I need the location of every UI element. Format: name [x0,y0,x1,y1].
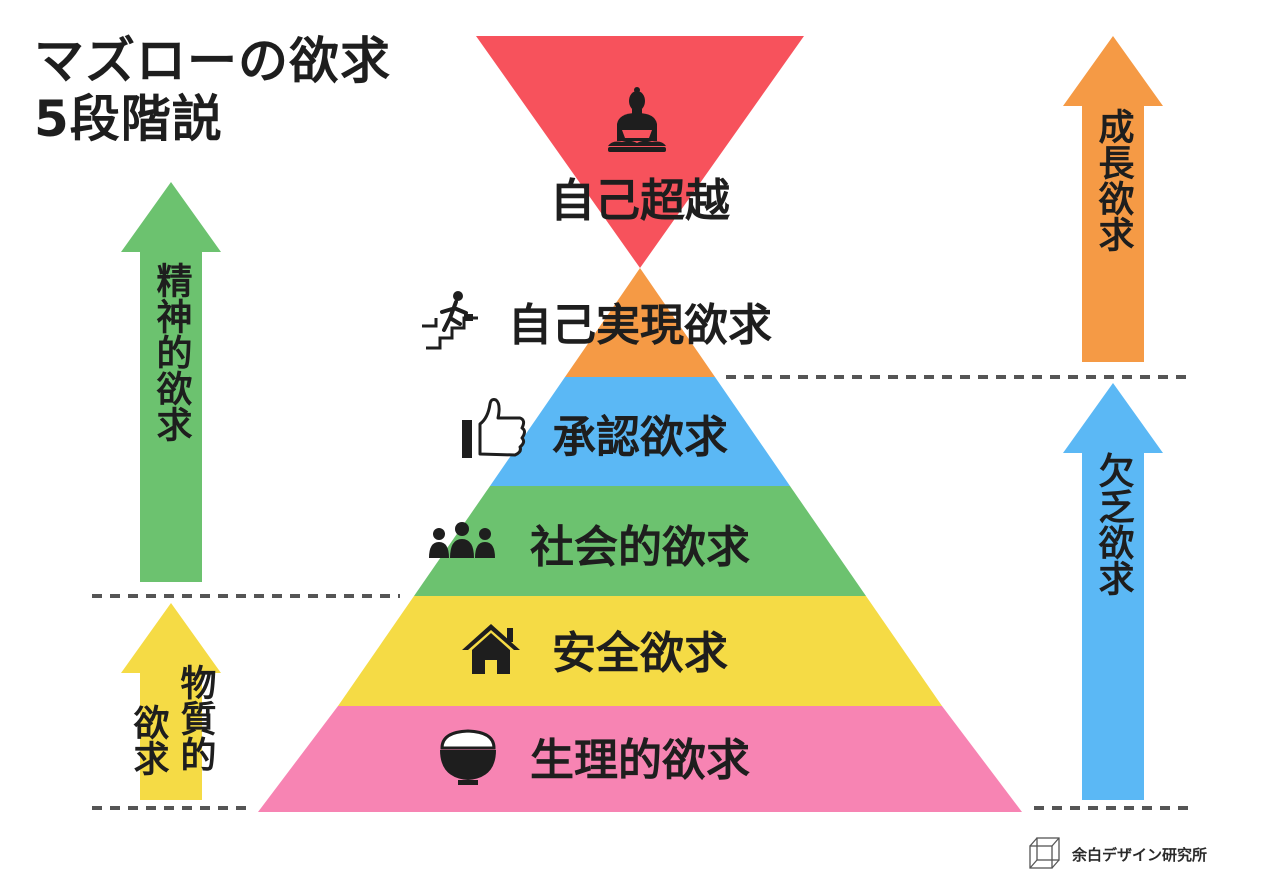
deficiency-needs-arrow [1063,383,1163,800]
pyramid-level-social [414,486,866,596]
spiritual-needs-label: 精神的欲求 [151,262,194,442]
pyramid-level-self-actualization [565,268,715,377]
level-label-social: 社会的欲求 [530,522,750,573]
level-label-esteem: 承認欲求 [552,412,728,463]
physical-needs-label-line2: 欲求 [128,704,171,776]
page-title: マズローの欲求 5段階説 [34,32,391,148]
growth-needs-arrow [1063,36,1163,362]
rice-bowl-icon [440,729,496,785]
level-label-physiological: 生理的欲求 [530,735,750,786]
thumbs-up-icon [462,398,526,458]
divider-lines [92,375,1188,810]
physical-needs-arrow [121,603,221,800]
level-label-self-transcendence: 自己超越 [550,174,731,227]
pyramid-level-physiological [258,706,1022,812]
pyramid-level-safety [338,596,942,706]
level-label-self-actualization: 自己実現欲求 [508,300,772,351]
cube-outline-icon [1029,837,1060,869]
physical-needs-label-line1: 物質的 [175,664,217,772]
house-icon [462,624,520,674]
spiritual-needs-arrow [121,182,221,582]
title-line-1: マズローの欲求 [34,32,391,90]
credit: 余白デザイン研究所 [1028,834,1207,865]
growth-needs-label: 成長欲求 [1093,108,1136,252]
level-label-safety: 安全欲求 [552,628,728,679]
pyramid-level-esteem [490,377,790,486]
buddha-icon [608,87,666,152]
people-group-icon [429,522,495,558]
deficiency-needs-label: 欠乏欲求 [1093,451,1136,596]
stairs-runner-icon [422,291,478,350]
credit-label: 余白デザイン研究所 [1072,846,1208,864]
title-line-2: 5段階説 [34,90,223,148]
